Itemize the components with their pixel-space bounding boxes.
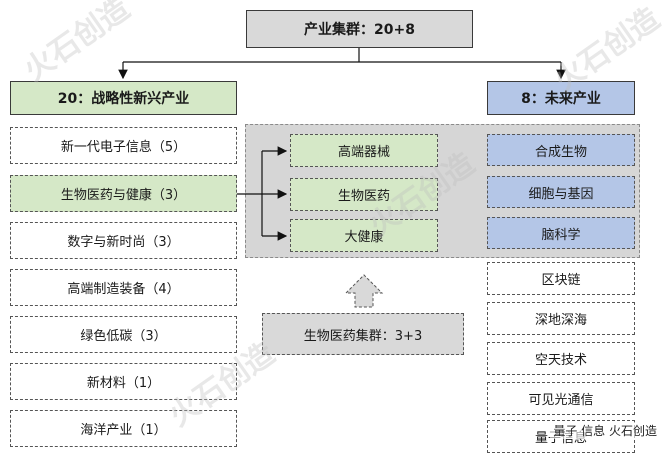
- strategic-item: 数字与新时尚（3）: [10, 222, 237, 259]
- future-item-label: 细胞与基因: [528, 186, 594, 202]
- bio-cluster-label: 生物医药集群：3+3: [303, 328, 423, 344]
- future-item-label: 可见光通信: [528, 393, 594, 408]
- strategic-header-label: 20：战略性新兴产业: [57, 91, 190, 107]
- future-item-label: 合成生物: [534, 144, 587, 160]
- cluster-title: 产业集群：20+8: [304, 22, 415, 38]
- future-item: 区块链: [487, 262, 635, 295]
- up-arrow: [344, 274, 384, 308]
- future-item: 可见光通信: [487, 382, 635, 415]
- bio-sub-item-label: 大健康: [344, 230, 384, 245]
- watermark-line: 量子 信息 火石创造: [550, 422, 660, 439]
- bio-sub-item: 高端器械: [290, 134, 438, 167]
- strategic-item: 海洋产业（1）: [10, 410, 237, 447]
- bio-sub-item: 大健康: [290, 219, 438, 252]
- strategic-item: 新材料（1）: [10, 363, 237, 400]
- strategic-item-label: 新一代电子信息（5）: [60, 140, 187, 155]
- future-header-label: 8：未来产业: [521, 91, 601, 107]
- bio-sub-item-label: 高端器械: [337, 145, 390, 160]
- future-item: 深地深海: [487, 302, 635, 335]
- strategic-item: 绿色低碳（3）: [10, 316, 237, 353]
- strategic-item: 高端制造装备（4）: [10, 269, 237, 306]
- future-item-highlight: 脑科学: [487, 217, 635, 249]
- bio-cluster-box: 生物医药集群：3+3: [262, 313, 464, 355]
- bio-sub-item: 生物医药: [290, 178, 438, 211]
- future-item-label: 脑科学: [541, 227, 581, 243]
- future-header: 8：未来产业: [487, 81, 635, 115]
- cluster-title-box: 产业集群：20+8: [246, 10, 473, 48]
- strategic-item-label: 绿色低碳（3）: [80, 329, 167, 344]
- strategic-item-label: 生物医药与健康（3）: [60, 188, 187, 203]
- future-item-label: 区块链: [541, 273, 581, 288]
- future-item-highlight: 合成生物: [487, 134, 635, 166]
- future-item-highlight: 细胞与基因: [487, 176, 635, 208]
- strategic-item-label: 新材料（1）: [86, 376, 161, 391]
- bio-sub-item-label: 生物医药: [337, 189, 390, 204]
- strategic-item-label: 高端制造装备（4）: [67, 282, 180, 297]
- strategic-item: 新一代电子信息（5）: [10, 127, 237, 164]
- strategic-item-label: 海洋产业（1）: [80, 423, 167, 438]
- strategic-item-bio: 生物医药与健康（3）: [10, 175, 237, 212]
- future-item: 空天技术: [487, 342, 635, 375]
- strategic-header: 20：战略性新兴产业: [10, 81, 237, 115]
- strategic-item-label: 数字与新时尚（3）: [67, 235, 180, 250]
- future-item-label: 空天技术: [534, 353, 587, 368]
- future-item-label: 深地深海: [534, 313, 587, 328]
